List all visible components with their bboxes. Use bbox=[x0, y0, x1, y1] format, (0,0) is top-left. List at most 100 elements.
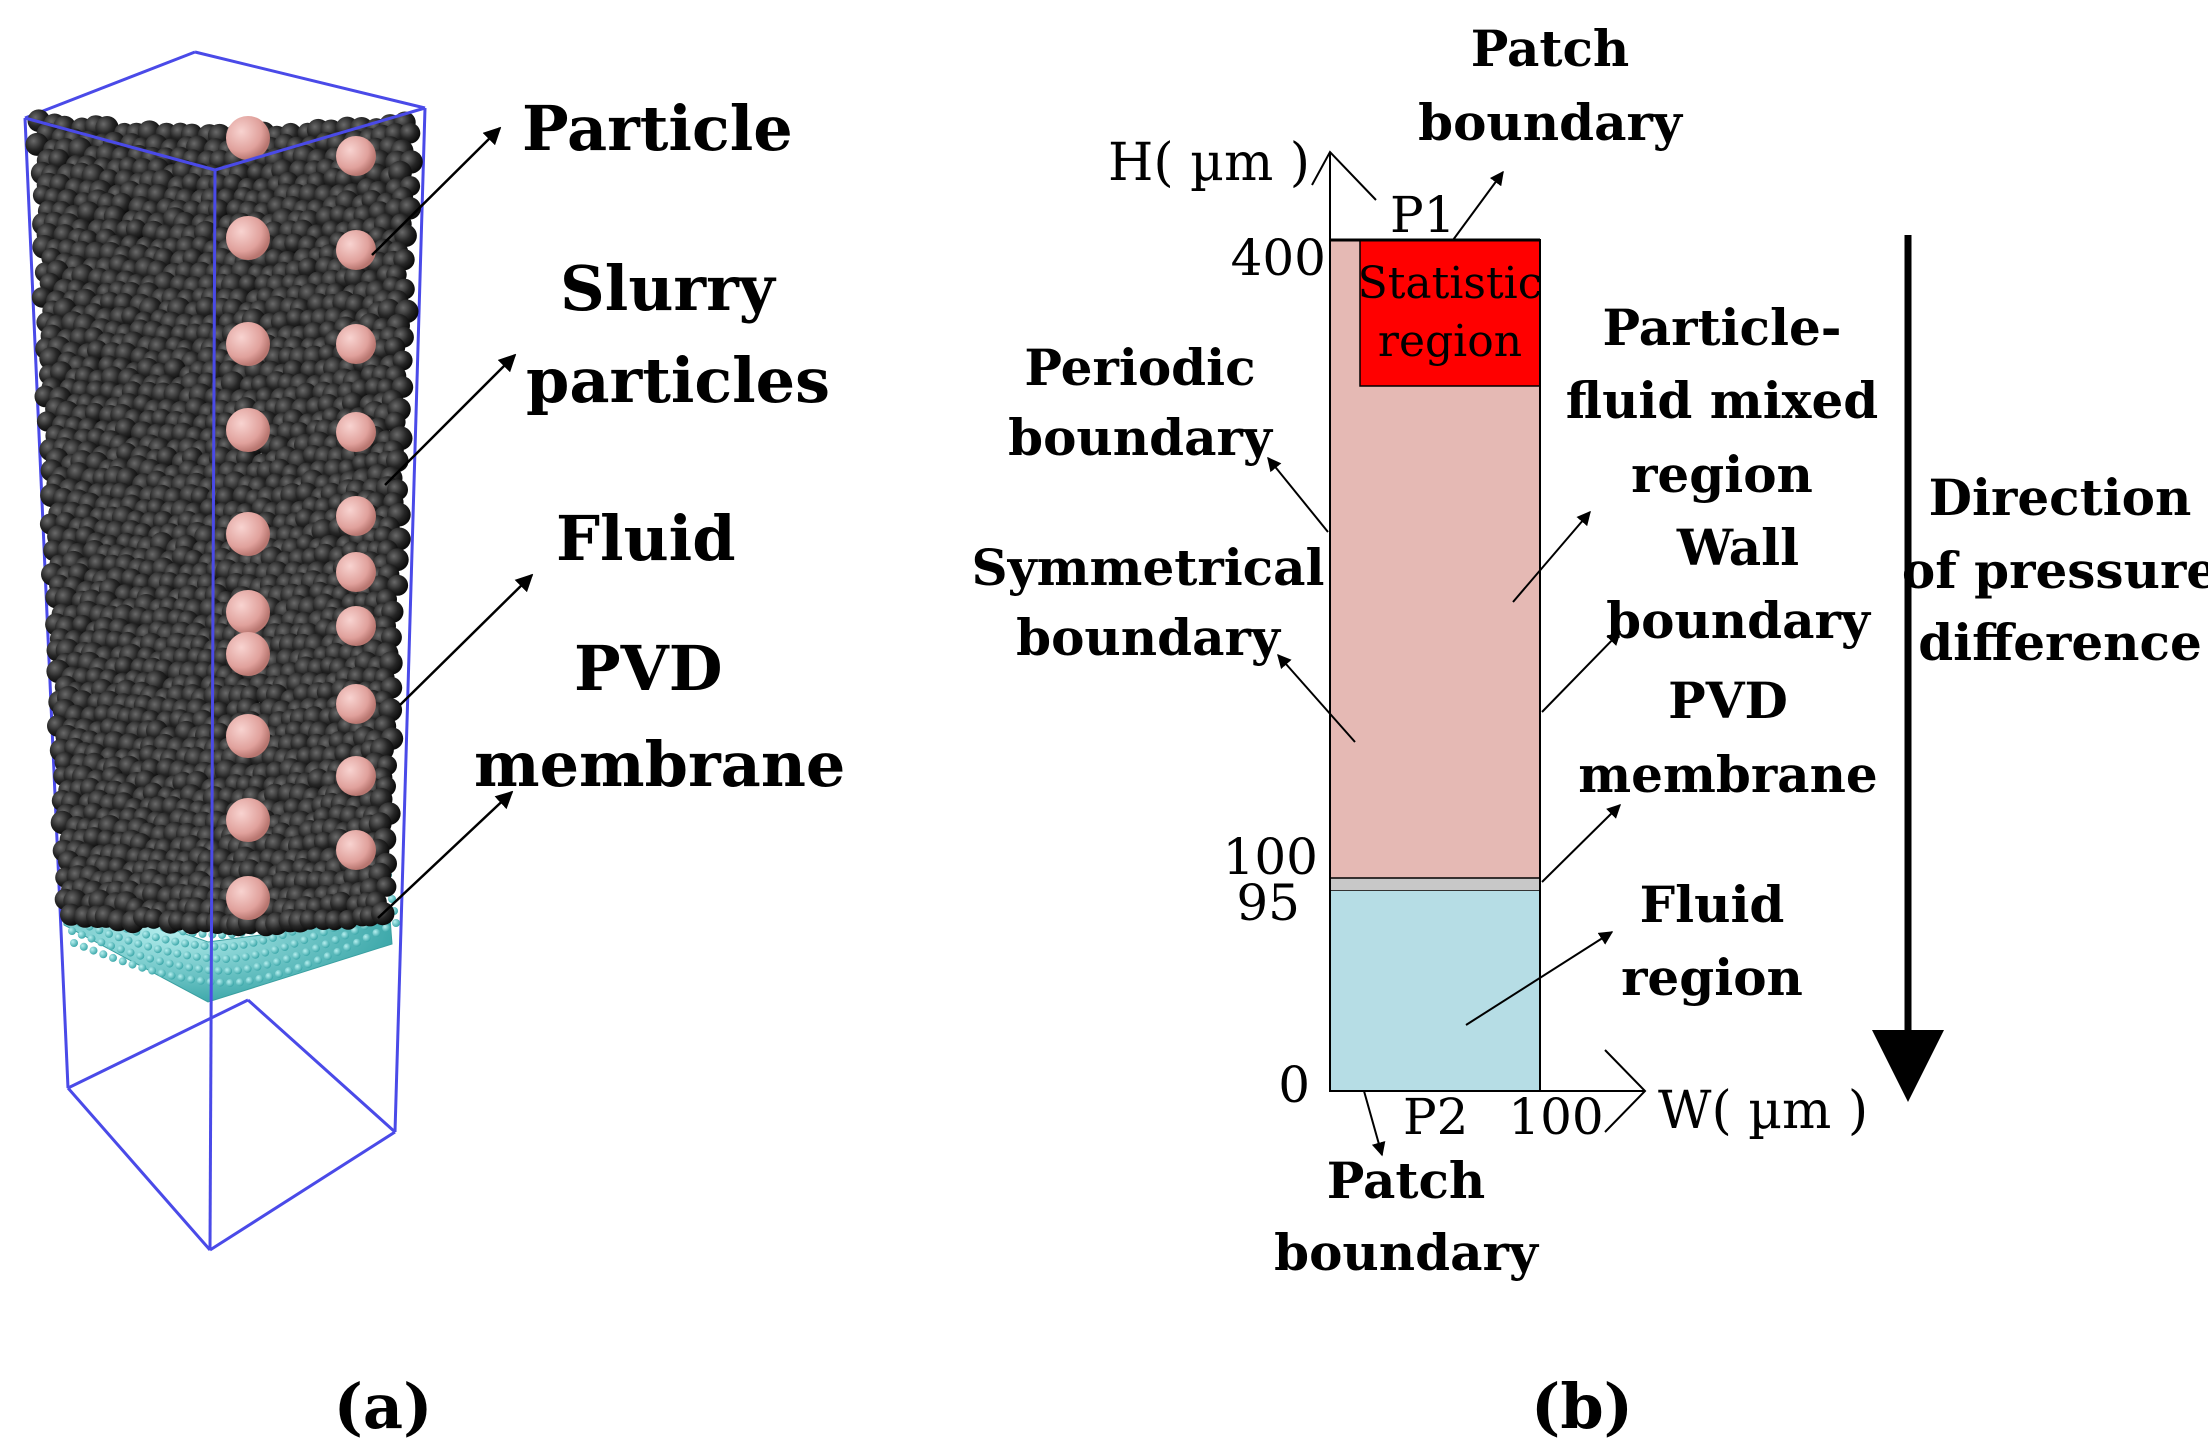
membrane-dot bbox=[105, 929, 113, 938]
statistic-label-2: region bbox=[1378, 316, 1522, 367]
membrane-dot bbox=[351, 926, 359, 935]
membrane-dot bbox=[99, 950, 108, 959]
membrane-dot bbox=[343, 943, 352, 952]
point-p2: P2 bbox=[1403, 1088, 1468, 1146]
patch-bottom-arrow bbox=[1363, 1090, 1386, 1157]
wall-label-2: boundary bbox=[1606, 591, 1872, 650]
membrane-dot bbox=[126, 948, 135, 957]
membrane-dot bbox=[224, 967, 233, 975]
membrane-dot bbox=[245, 976, 254, 985]
patch-top-label-2: boundary bbox=[1418, 93, 1684, 152]
panel-b-arrows bbox=[1267, 170, 1621, 1157]
membrane-dot bbox=[185, 963, 194, 972]
wall-label-1: Wall bbox=[1676, 518, 1799, 577]
membrane-dot bbox=[118, 957, 127, 966]
membrane-dot bbox=[142, 930, 151, 939]
membrane-dot bbox=[382, 924, 391, 932]
wall-arrow bbox=[1541, 630, 1621, 713]
membrane-dot bbox=[259, 936, 268, 945]
membrane-dot bbox=[165, 959, 174, 968]
slurry-particle bbox=[392, 350, 413, 371]
membrane-dot bbox=[341, 931, 350, 940]
membrane-dot bbox=[313, 956, 322, 965]
large-particle bbox=[336, 496, 376, 536]
label-fluid: Fluid bbox=[556, 502, 736, 575]
membrane-dot bbox=[319, 928, 328, 937]
membrane-dot bbox=[372, 929, 381, 937]
periodic-label-2: boundary bbox=[1008, 408, 1274, 467]
membrane-dot bbox=[214, 966, 223, 975]
membrane-dot bbox=[138, 963, 147, 972]
membrane-dot bbox=[333, 947, 342, 956]
large-particle bbox=[336, 606, 376, 646]
membrane-dot bbox=[294, 963, 303, 972]
membrane-dot bbox=[311, 944, 320, 953]
membrane-dot bbox=[243, 964, 252, 973]
large-particle bbox=[226, 408, 270, 452]
slurry-particle bbox=[25, 132, 49, 156]
slurry-particle bbox=[330, 891, 353, 914]
large-particle bbox=[336, 324, 376, 364]
membrane-dot bbox=[70, 939, 78, 947]
membrane-dot bbox=[282, 955, 291, 963]
membrane-dot bbox=[331, 935, 340, 944]
membrane-dot bbox=[77, 930, 86, 939]
label-slurry-1: Slurry bbox=[560, 252, 777, 325]
pressure-direction-head bbox=[1872, 1030, 1944, 1102]
x-tick-100: 100 bbox=[1508, 1088, 1603, 1146]
membrane-dot bbox=[148, 966, 157, 975]
membrane-dot bbox=[251, 950, 260, 959]
membrane-dot bbox=[177, 973, 186, 982]
membrane-dot bbox=[128, 960, 137, 969]
membrane-dot bbox=[196, 976, 205, 985]
label-pvd-2: membrane bbox=[474, 728, 845, 801]
membrane-dot bbox=[272, 957, 281, 966]
membrane-dot bbox=[321, 940, 330, 949]
membrane-dot bbox=[284, 967, 293, 975]
membrane-dot bbox=[392, 919, 400, 927]
membrane-dot bbox=[144, 942, 153, 951]
membrane-dot bbox=[161, 935, 170, 944]
membrane-dot bbox=[163, 947, 172, 956]
membrane-dot bbox=[155, 957, 164, 966]
large-particle bbox=[336, 136, 376, 176]
membrane-dot bbox=[353, 938, 361, 947]
membrane-dot bbox=[261, 948, 270, 957]
caption-b: (b) bbox=[1531, 1370, 1633, 1443]
mixed-arrow bbox=[1512, 510, 1591, 603]
membrane-dot bbox=[187, 975, 196, 984]
membrane-dot bbox=[89, 946, 98, 955]
membrane-dot bbox=[226, 979, 235, 987]
large-particle bbox=[226, 116, 270, 160]
periodic-label-1: Periodic bbox=[1024, 338, 1255, 397]
axes bbox=[1311, 150, 1647, 1133]
pvd-b-arrow bbox=[1541, 804, 1621, 883]
membrane-dot bbox=[114, 933, 123, 942]
y-tick-100: 100 bbox=[1223, 828, 1318, 886]
membrane-dot bbox=[181, 939, 190, 948]
slurry-particle bbox=[394, 224, 417, 247]
membrane-dot bbox=[235, 978, 244, 987]
membrane-dot bbox=[220, 943, 229, 951]
membrane-dot bbox=[388, 895, 396, 903]
membrane-dot bbox=[255, 974, 264, 983]
large-particle bbox=[226, 714, 270, 758]
pvd-b-label-1: PVD bbox=[1668, 671, 1788, 730]
membrane-dot bbox=[146, 954, 155, 963]
point-p1: P1 bbox=[1390, 186, 1455, 244]
symmetrical-label-2: boundary bbox=[1016, 608, 1282, 667]
membrane-dot bbox=[95, 926, 104, 935]
mixed-label-1: Particle- bbox=[1602, 298, 1841, 357]
fluid-region-arrow bbox=[1465, 931, 1614, 1026]
simulation-box-back bbox=[23, 50, 427, 1133]
membrane-dot bbox=[302, 948, 311, 957]
label-slurry-2: particles bbox=[526, 344, 830, 417]
slurry-particle bbox=[143, 908, 164, 929]
patch-top-label-1: Patch bbox=[1471, 19, 1630, 78]
y-axis-label: H( µm ) bbox=[1108, 133, 1310, 193]
large-particle bbox=[336, 756, 376, 796]
membrane-dot bbox=[109, 953, 117, 962]
membrane-dot bbox=[263, 960, 272, 969]
slurry-arrow bbox=[384, 353, 517, 486]
membrane-dot bbox=[157, 969, 166, 978]
